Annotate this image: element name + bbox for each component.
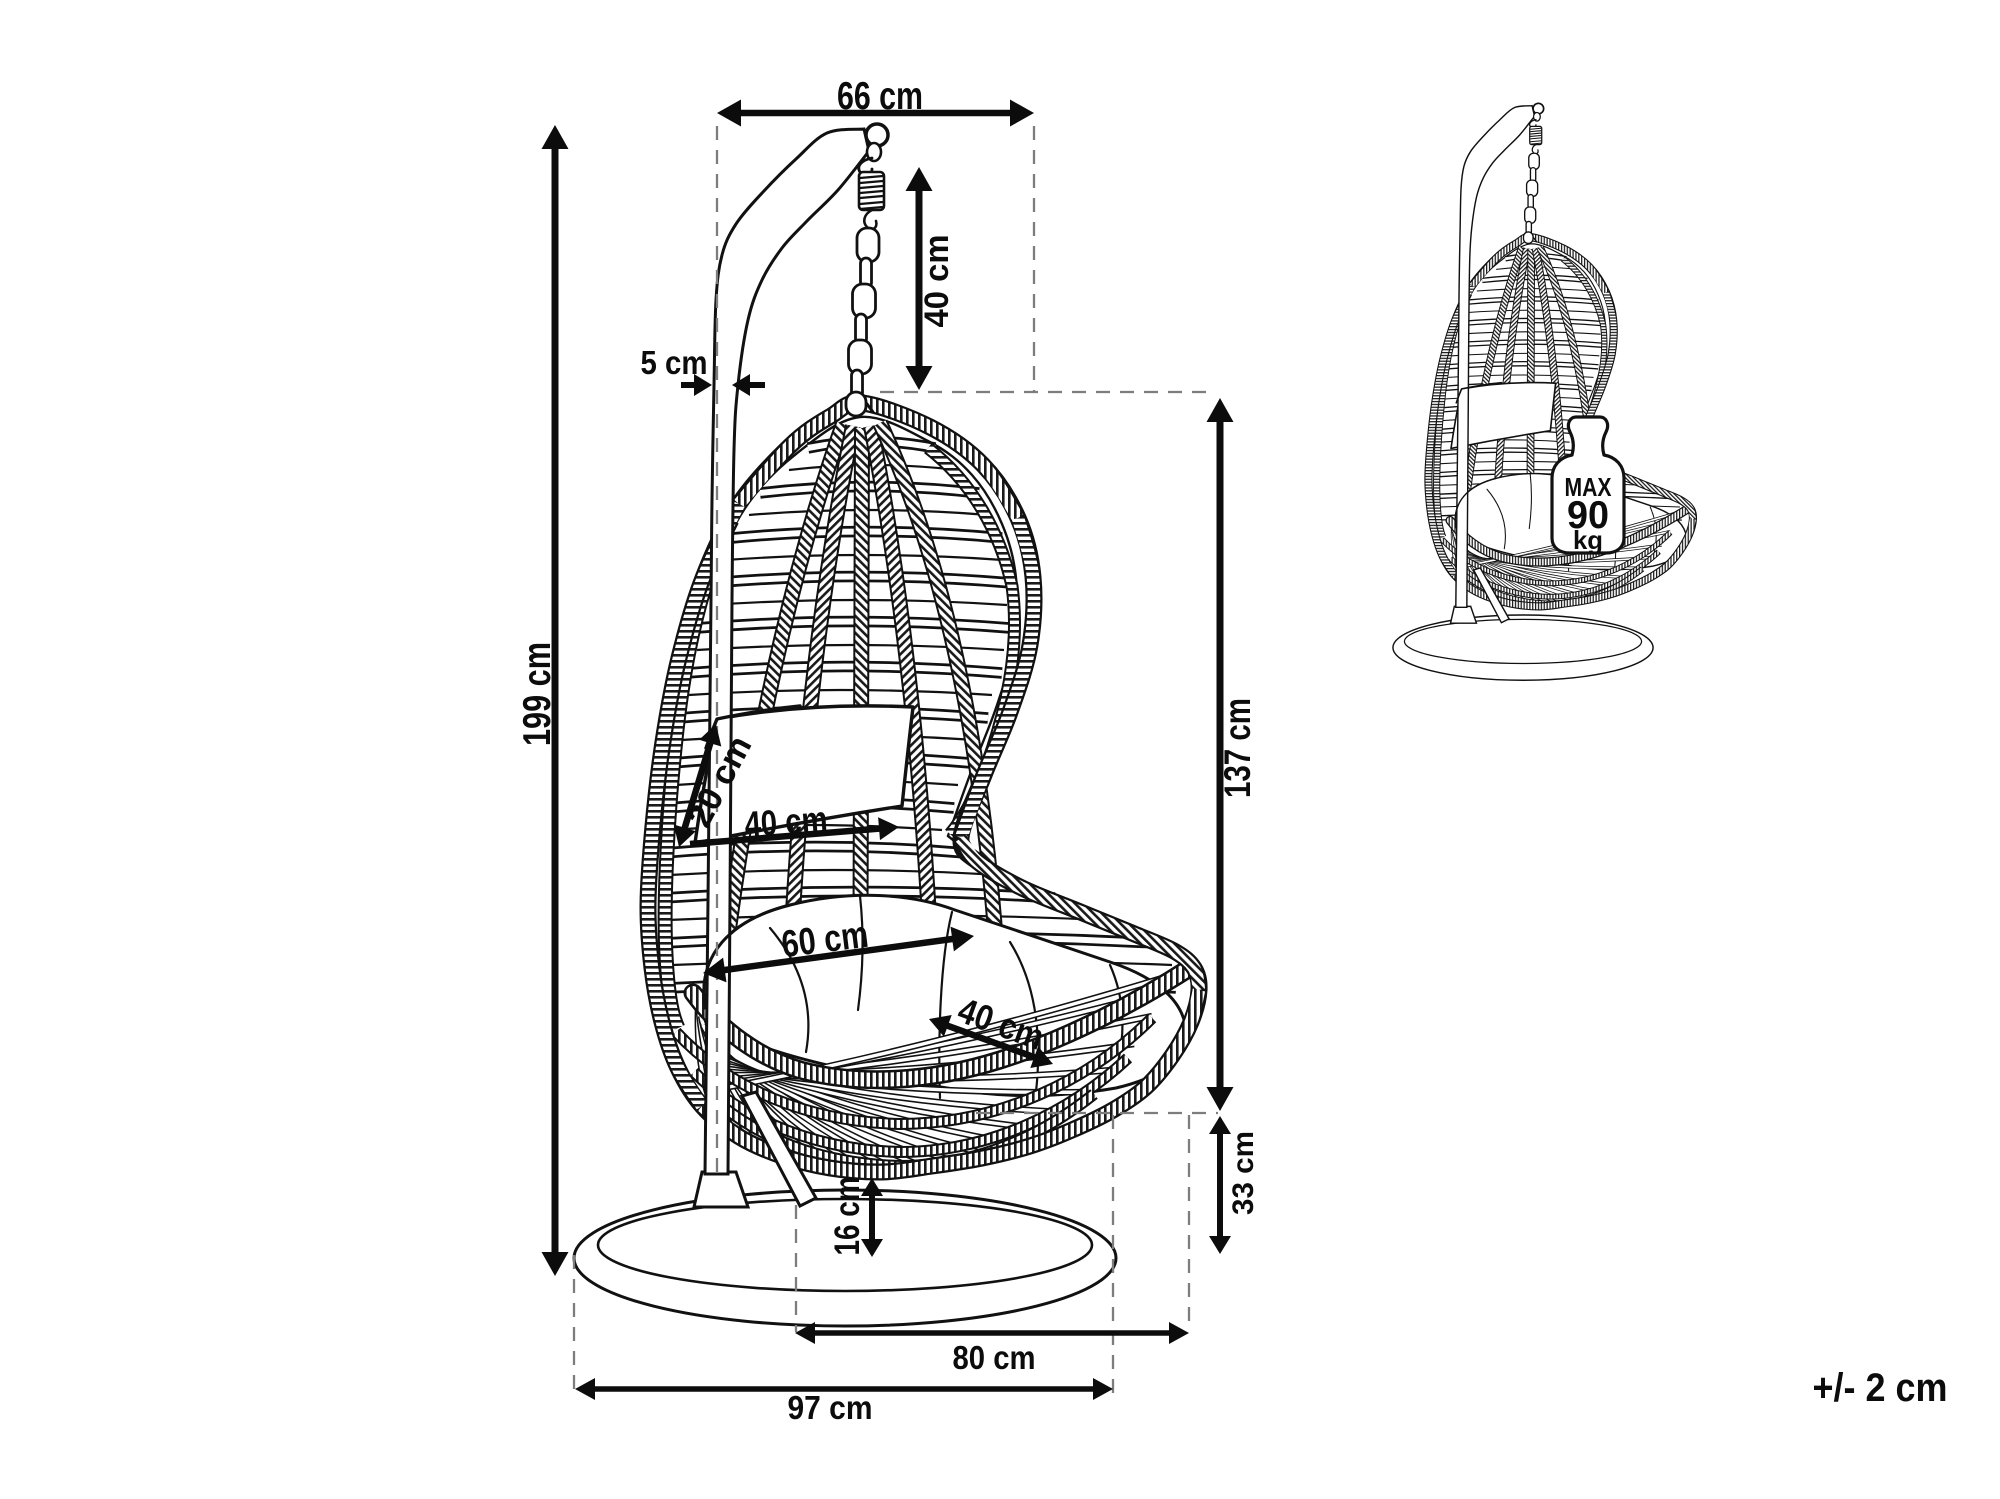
svg-text:80 cm: 80 cm bbox=[953, 1339, 1036, 1376]
svg-text:97 cm: 97 cm bbox=[788, 1389, 873, 1426]
svg-text:+/- 2 cm: +/- 2 cm bbox=[1813, 1366, 1948, 1410]
svg-text:66 cm: 66 cm bbox=[837, 75, 923, 118]
svg-text:5 cm: 5 cm bbox=[641, 344, 708, 381]
svg-text:MAX: MAX bbox=[1565, 472, 1613, 502]
svg-text:kg: kg bbox=[1573, 525, 1603, 555]
svg-text:137 cm: 137 cm bbox=[1217, 698, 1258, 798]
svg-text:33 cm: 33 cm bbox=[1227, 1131, 1260, 1215]
svg-text:90: 90 bbox=[1567, 494, 1609, 537]
svg-text:40 cm: 40 cm bbox=[918, 235, 956, 328]
svg-text:199 cm: 199 cm bbox=[516, 642, 559, 746]
svg-text:40 cm: 40 cm bbox=[743, 798, 829, 845]
svg-text:16 cm: 16 cm bbox=[828, 1177, 867, 1256]
